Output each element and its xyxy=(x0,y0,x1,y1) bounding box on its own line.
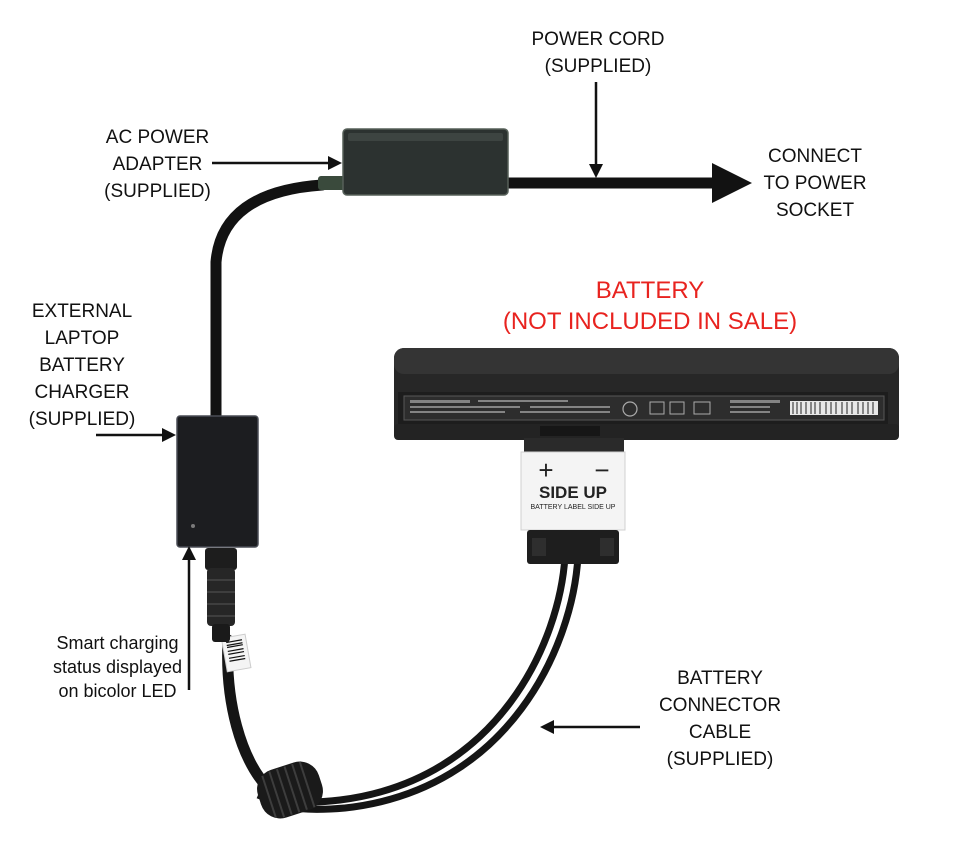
battery-pack xyxy=(394,348,899,440)
power-cord-arrowhead xyxy=(712,163,752,203)
label-connect-socket: CONNECT TO POWER SOCKET xyxy=(745,143,885,224)
ac-adapter-strain-relief xyxy=(318,176,346,190)
pointer-arrows xyxy=(96,82,640,734)
bicolor-led xyxy=(191,524,195,528)
label-ac-adapter-line-3: (SUPPLIED) xyxy=(104,181,211,202)
label-smart-line-1: Smart charging xyxy=(56,633,179,653)
label-smart-charging: Smart charging status displayed on bicol… xyxy=(25,631,210,703)
battery-connector-clip xyxy=(520,438,626,564)
label-ac-adapter-line-1: AC POWER xyxy=(105,127,210,148)
label-connect-line-1: CONNECT xyxy=(768,146,862,167)
label-connector-line-2: CONNECTOR xyxy=(658,695,782,716)
label-ac-adapter-line-2: ADAPTER xyxy=(112,154,203,175)
sticker-small-text: BATTERY LABEL SIDE UP xyxy=(530,504,616,511)
label-connect-line-3: SOCKET xyxy=(775,200,855,221)
label-ac-adapter: AC POWER ADAPTER (SUPPLIED) xyxy=(85,124,230,205)
label-power-cord-line-1: POWER CORD xyxy=(531,29,665,50)
label-power-cord-line-2: (SUPPLIED) xyxy=(544,56,652,77)
dc-cable-adapter-to-charger xyxy=(210,179,328,424)
label-charger-line-4: CHARGER xyxy=(34,382,130,403)
label-power-cord: POWER CORD (SUPPLIED) xyxy=(498,26,698,80)
arrow-charger-head xyxy=(162,428,176,442)
arrow-power-cord-head xyxy=(589,164,603,178)
sticker-minus: − xyxy=(594,455,610,485)
arrow-ac-adapter-head xyxy=(328,156,342,170)
side-up-sticker xyxy=(520,451,626,531)
ac-adapter-highlight xyxy=(348,133,503,141)
label-charger-line-5: (SUPPLIED) xyxy=(28,409,136,430)
charger-body xyxy=(176,415,259,548)
ferrite-core xyxy=(257,761,323,819)
label-connect-line-2: TO POWER xyxy=(763,173,867,194)
label-connector-cable: BATTERY CONNECTOR CABLE (SUPPLIED) xyxy=(645,665,795,773)
label-charger-line-2: LAPTOP xyxy=(44,328,120,349)
label-connector-line-3: CABLE xyxy=(688,722,752,743)
sticker-plus: + xyxy=(538,455,554,485)
ac-adapter-body xyxy=(342,128,509,196)
label-battery-line-1: BATTERY xyxy=(595,277,705,304)
label-smart-line-3: on bicolor LED xyxy=(58,681,177,701)
label-connector-line-4: (SUPPLIED) xyxy=(666,749,774,770)
arrow-connector-cable-head xyxy=(540,720,554,734)
label-battery-line-2: (NOT INCLUDED IN SALE) xyxy=(502,308,798,335)
charger-strain-relief xyxy=(205,548,237,642)
label-connector-line-1: BATTERY xyxy=(677,668,763,689)
label-charger-line-3: BATTERY xyxy=(39,355,125,376)
label-charger-line-1: EXTERNAL xyxy=(31,301,133,322)
cable-barcode-sticker xyxy=(220,633,252,673)
label-charger: EXTERNAL LAPTOP BATTERY CHARGER (SUPPLIE… xyxy=(12,298,152,433)
label-battery: BATTERY (NOT INCLUDED IN SALE) xyxy=(470,275,830,337)
label-smart-line-2: status displayed xyxy=(52,657,183,677)
sticker-side-up: SIDE UP xyxy=(538,483,608,502)
arrow-smart-charging-head xyxy=(182,546,196,560)
